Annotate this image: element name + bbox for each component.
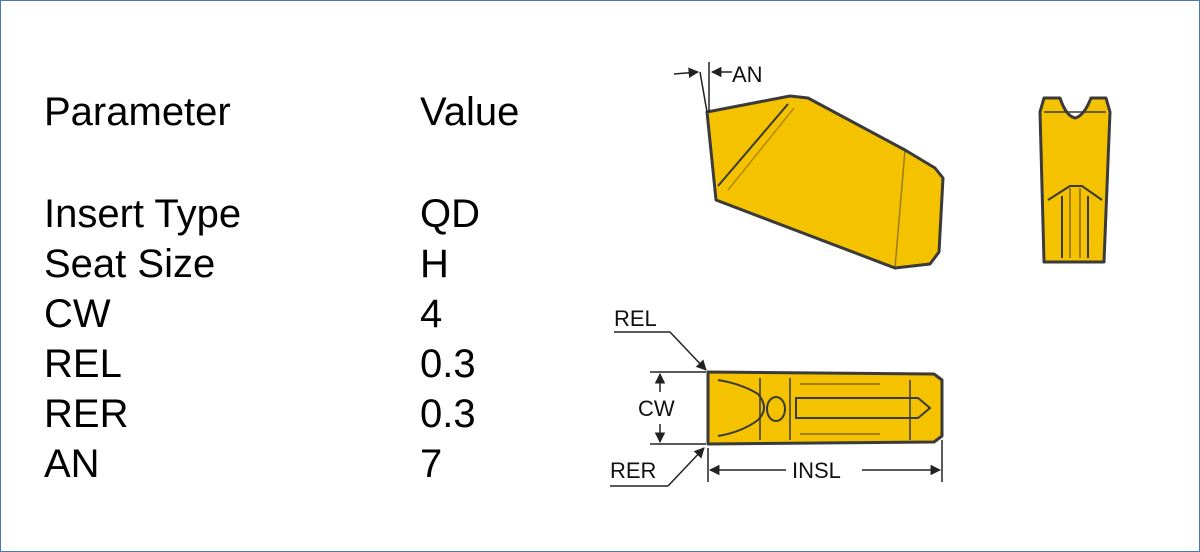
row-value-an: 7 [420, 442, 443, 486]
label-an: AN [732, 62, 763, 87]
an-dimension: AN [673, 62, 763, 113]
row-label-rer: RER [44, 392, 129, 436]
rer-dimension: RER [610, 447, 705, 487]
label-rer: RER [610, 458, 656, 483]
insl-dimension: INSL [707, 440, 943, 483]
header-value: Value [420, 90, 520, 134]
row-value-rel: 0.3 [420, 342, 476, 386]
row-label-insert-type: Insert Type [44, 192, 242, 236]
cw-dimension: CW [638, 371, 706, 445]
insert-top-view [706, 370, 944, 446]
row-value-cw: 4 [420, 292, 443, 336]
row-value-rer: 0.3 [420, 392, 476, 436]
row-label-cw: CW [44, 292, 111, 336]
insert-side-view [705, 94, 945, 270]
row-value-insert-type: QD [420, 192, 480, 236]
row-value-seat-size: H [420, 242, 449, 286]
label-rel: REL [614, 306, 657, 331]
row-label-rel: REL [44, 342, 122, 386]
rel-dimension: REL [614, 306, 707, 371]
label-insl: INSL [792, 458, 841, 483]
row-label-an: AN [44, 442, 100, 486]
insert-end-view [1038, 96, 1112, 264]
header-parameter: Parameter [44, 90, 231, 134]
row-label-seat-size: Seat Size [44, 242, 216, 286]
label-cw: CW [638, 396, 675, 421]
